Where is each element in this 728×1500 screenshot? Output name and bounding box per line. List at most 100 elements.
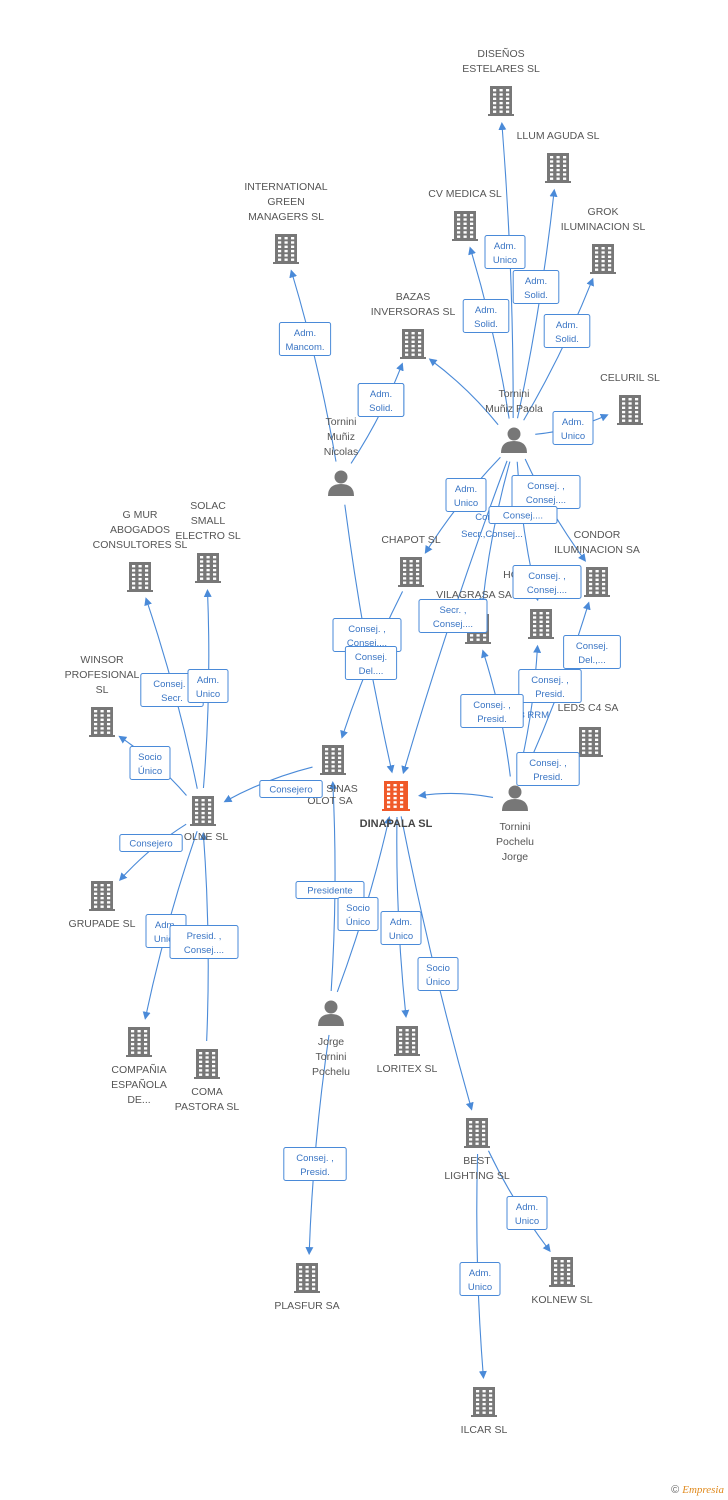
relation-role: Consej.... — [503, 511, 543, 522]
relation-label-jorge1-dinapala[interactable]: Consej. ,Presid. — [516, 752, 580, 786]
node-chapot[interactable]: CHAPOT SL — [381, 534, 441, 587]
relation-label-paola-disenos[interactable]: Adm.Unico — [484, 235, 526, 269]
relation-label-dinapala-loritex[interactable]: Adm.Unico — [380, 911, 422, 945]
relation-label-olne-solac[interactable]: Adm.Unico — [187, 669, 229, 703]
node-dinapala[interactable]: DINAPALA SL — [360, 781, 433, 830]
relation-label-paola-vilagrasa[interactable]: Secr. ,Consej.... — [418, 599, 488, 633]
node-loritex[interactable]: LORITEX SL — [377, 1026, 438, 1075]
relation-role-detail: Solid. — [524, 290, 548, 301]
building-icon — [127, 562, 153, 592]
relation-role: Presid. , — [187, 931, 222, 942]
node-llum[interactable]: LLUM AGUDA SL — [517, 130, 600, 183]
node-olne[interactable]: OLNE SL — [184, 796, 229, 843]
relation-label-paola-condor[interactable]: Consej. ,Consej.... — [511, 475, 581, 509]
relation-label-paola-llum[interactable]: Adm. Solid. — [512, 270, 560, 304]
node-label: INTERNATIONAL — [244, 181, 327, 193]
relation-label-jorge1-leds[interactable]: Consej.Del.,... — [563, 635, 621, 669]
relation-role: Adm. — [525, 276, 547, 287]
node-label: ILUMINACION SL — [561, 221, 646, 233]
building-icon — [471, 1387, 497, 1417]
node-label: KOLNEW SL — [531, 1294, 592, 1306]
relation-label-best-kolnew[interactable]: Adm.Unico — [506, 1196, 548, 1230]
relation-label-paola-chapot[interactable]: Adm.Unico — [445, 478, 487, 512]
relation-role-detail: Unico — [468, 1282, 492, 1293]
relation-label-nicolas-dinapala[interactable]: Consej.Del.... — [344, 646, 398, 680]
relation-label-best-ilcar[interactable]: Adm.Unico — [459, 1262, 501, 1296]
building-icon — [190, 796, 216, 826]
relation-label-paola-celuril[interactable]: Adm.Unico — [552, 411, 594, 445]
relation-label-jorge1-vilagrasa[interactable]: Consej. ,Presid. — [460, 694, 524, 728]
node-label: Nicolas — [324, 446, 358, 458]
node-label: Muñiz Paola — [485, 403, 543, 415]
node-grupade[interactable]: GRUPADE SL — [69, 881, 136, 930]
relation-role: Consej. , — [527, 481, 565, 492]
node-celuril[interactable]: CELURIL SL — [600, 372, 660, 425]
relation-label-nicolas-bazas[interactable]: Adm.Solid. — [357, 383, 405, 417]
relation-role: Consejero — [269, 785, 312, 796]
relation-role: Adm. — [562, 417, 584, 428]
building-icon — [294, 1263, 320, 1293]
node-label: Jorge — [502, 851, 528, 863]
relation-label-olot-olne[interactable]: Consejero — [259, 780, 323, 798]
node-label: CV MEDICA SL — [428, 188, 502, 200]
relation-label-paola-ho[interactable]: Consej.... — [488, 506, 558, 524]
node-kolnew[interactable]: KOLNEW SL — [531, 1257, 593, 1306]
relation-role: Socio — [346, 903, 370, 914]
relation-role-detail: Solid. — [474, 319, 498, 330]
relation-label-nicolas-intl[interactable]: Adm.Mancom. — [278, 322, 332, 356]
relation-role: Adm. — [294, 328, 316, 339]
relation-label-paola-grok[interactable]: Adm.Solid. — [543, 314, 591, 348]
node-label: Tornini — [500, 821, 531, 833]
footer-brand[interactable]: © Empresia — [671, 1484, 724, 1496]
relation-role-detail: Consej.... — [347, 638, 387, 649]
relation-label-paola-cvmedica[interactable]: Adm.Solid. — [462, 299, 510, 333]
relation-role-detail: Unico — [154, 934, 178, 945]
node-ilcar[interactable]: ILCAR SL — [461, 1387, 508, 1436]
relation-role: Consej. , — [528, 571, 566, 582]
relation-label-jorge2-olot[interactable]: Presidente — [295, 881, 365, 899]
node-label: CELURIL SL — [600, 372, 660, 384]
building-icon — [549, 1257, 575, 1287]
node-label: SL — [96, 684, 109, 696]
node-label: SMALL — [191, 515, 226, 527]
node-label: Jorge — [318, 1036, 344, 1048]
relation-role: Adm. — [155, 920, 177, 931]
node-plasfur[interactable]: PLASFUR SA — [274, 1263, 340, 1312]
node-label: G MUR — [123, 509, 158, 521]
relation-role: Adm. — [370, 389, 392, 400]
relation-label-olne-grupade[interactable]: Consejero — [119, 834, 183, 852]
node-label: CHAPOT SL — [381, 534, 440, 546]
node-label: LORITEX SL — [377, 1063, 438, 1075]
node-compania[interactable]: COMPAÑIAESPAÑOLADE... — [111, 1027, 167, 1106]
node-label: Tornini — [499, 388, 530, 400]
relation-label-jorge1-ho[interactable]: Consej. ,Presid. — [518, 669, 582, 703]
node-leds[interactable]: LEDS C4 SA — [558, 702, 619, 757]
node-label: ILUMINACION SA — [554, 544, 640, 556]
node-cvmedica[interactable]: CV MEDICA SL — [428, 188, 502, 241]
relation-label-jorge1-condor[interactable]: Consej. ,Consej.... — [512, 565, 582, 599]
relation-label-coma-olne[interactable]: Presid. ,Consej.... — [169, 925, 239, 959]
node-label: MANAGERS SL — [248, 211, 324, 223]
relation-label-jorge2-plasfur[interactable]: Consej. ,Presid. — [283, 1147, 347, 1181]
node-label: SOLAC — [190, 500, 226, 512]
building-icon — [577, 727, 603, 757]
building-icon — [464, 1118, 490, 1148]
building-icon — [488, 86, 514, 116]
